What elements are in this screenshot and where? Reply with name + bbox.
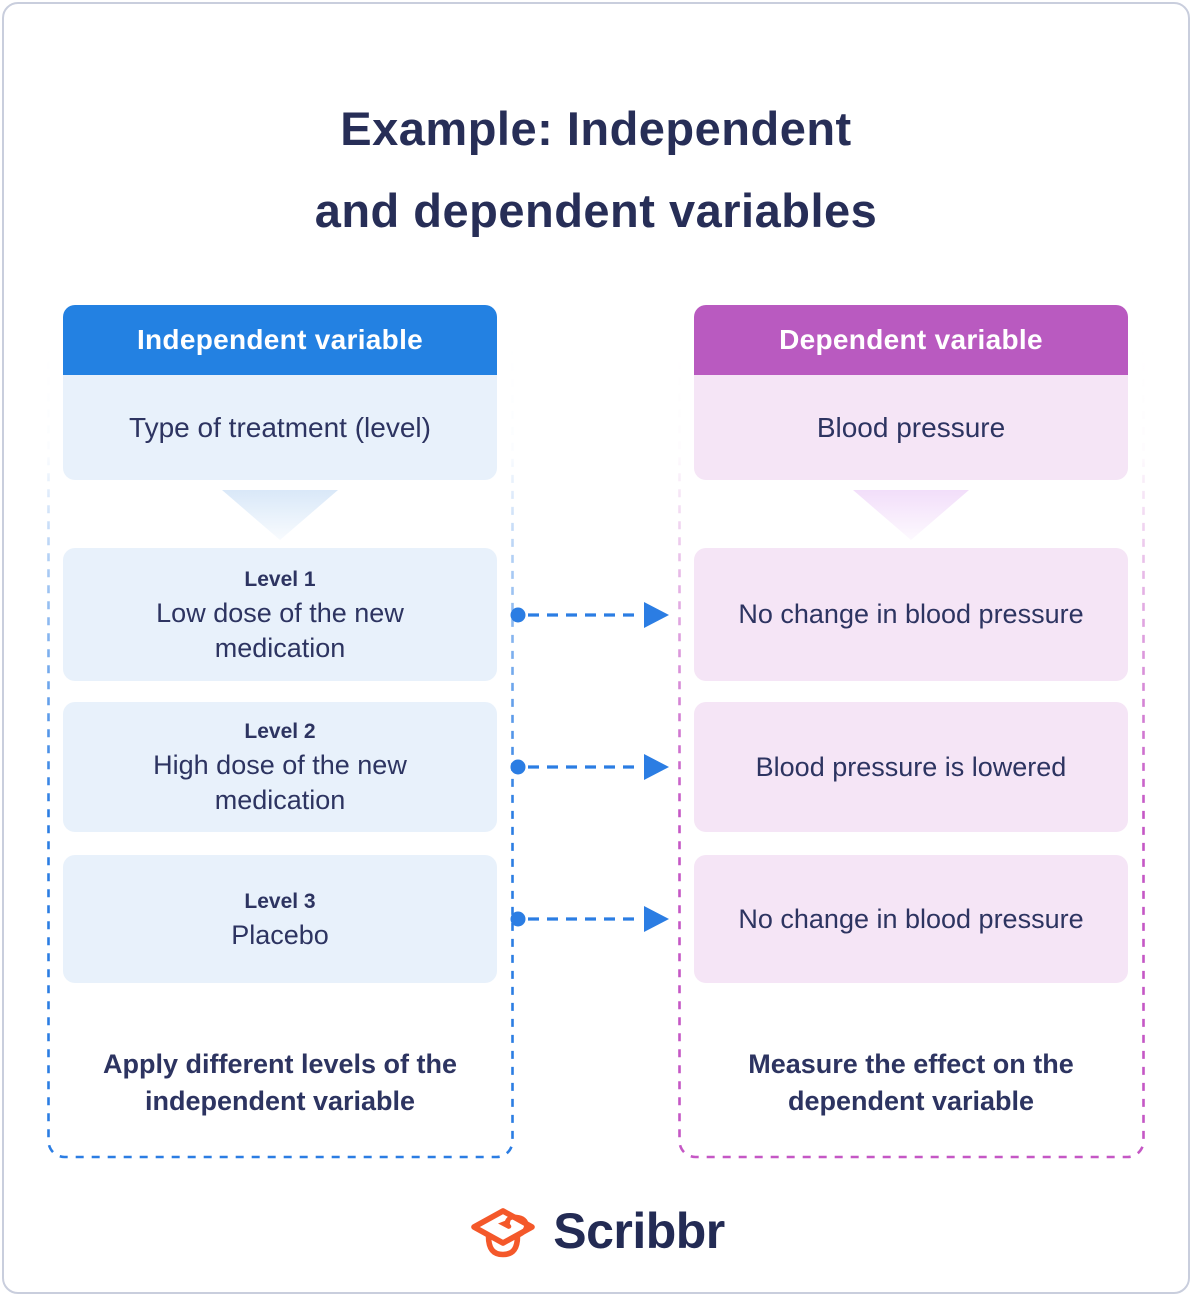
dependent-footer-text: Measure the effect on the dependent vari… bbox=[748, 1049, 1074, 1116]
scribbr-logo: Scribbr bbox=[0, 1198, 1192, 1264]
level-1-text: Low dose of the new medication bbox=[156, 597, 404, 663]
level-3-text: Placebo bbox=[231, 919, 329, 950]
outcome-2-text: Blood pressure is lowered bbox=[755, 751, 1067, 782]
level-1-label: Level 1 bbox=[244, 567, 316, 591]
graduation-cap-icon bbox=[471, 1208, 536, 1258]
page-title-line2: and dependent variables bbox=[314, 184, 878, 237]
level-2-label: Level 2 bbox=[244, 720, 316, 743]
level-3-box: Level 3 Placebo bbox=[63, 855, 497, 983]
dependent-header-card: Dependent variable Blood pressure bbox=[694, 305, 1128, 480]
independent-header: Independent variable bbox=[63, 305, 497, 375]
level-1-box: Level 1 Low dose of the new medication bbox=[63, 548, 497, 681]
dependent-subheader: Blood pressure bbox=[694, 375, 1128, 480]
page-title: Example: Independent and dependent varia… bbox=[0, 88, 1192, 252]
outcome-1-box: No change in blood pressure bbox=[694, 548, 1128, 681]
level-3-label: Level 3 bbox=[244, 889, 316, 913]
independent-footer-text: Apply different levels of the independen… bbox=[102, 1049, 458, 1116]
scribbr-wordmark: Scribbr bbox=[553, 1203, 725, 1259]
page-title-line1: Example: Independent bbox=[340, 102, 852, 155]
independent-subheader: Type of treatment (level) bbox=[63, 375, 497, 480]
outcome-2-box: Blood pressure is lowered bbox=[694, 702, 1128, 832]
outcome-1-text: No change in blood pressure bbox=[738, 599, 1084, 629]
outcome-3-box: No change in blood pressure bbox=[694, 855, 1128, 983]
independent-header-card: Independent variable Type of treatment (… bbox=[63, 305, 497, 480]
dependent-header: Dependent variable bbox=[694, 305, 1128, 375]
outcome-3-text: No change in blood pressure bbox=[738, 903, 1084, 934]
level-2-box: Level 2 High dose of the new medication bbox=[63, 702, 497, 832]
level-2-text: High dose of the new medication bbox=[153, 750, 407, 815]
